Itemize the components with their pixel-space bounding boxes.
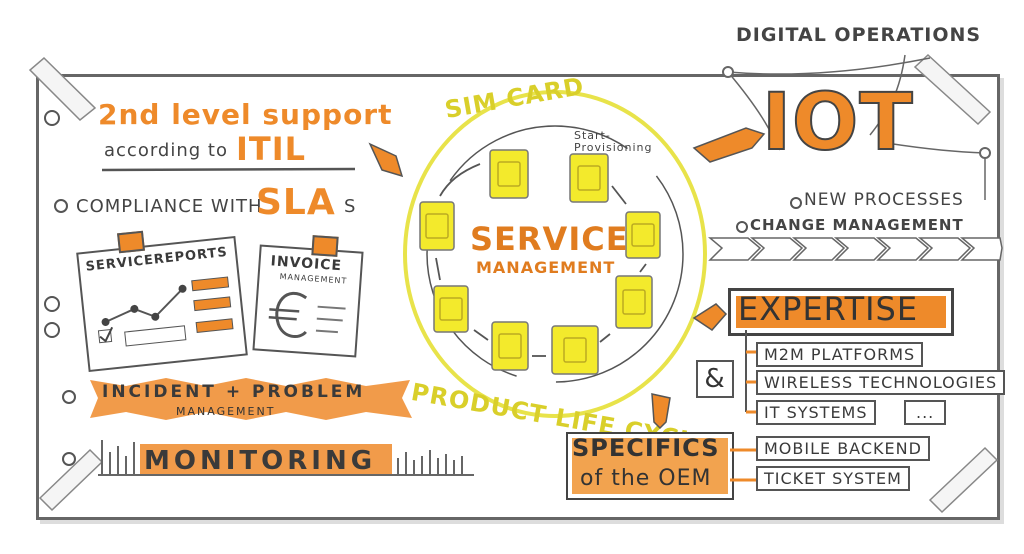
monitoring-label: MONITORING [144, 446, 377, 476]
sla-suffix: S [344, 196, 357, 217]
pencil-icon [692, 303, 728, 331]
specifics-label: SPECIFICS [572, 434, 720, 462]
sla-label: SLA [256, 182, 336, 223]
according-to-label: according to [104, 140, 228, 161]
second-level-support-title: 2nd level support [98, 98, 393, 131]
bullet-icon [736, 221, 748, 233]
invoice-sheet: INVOICE MANAGEMENT [252, 244, 364, 358]
specifics-box [566, 432, 734, 500]
start-provisioning-label: Start-Provisioning [574, 129, 653, 154]
report-chart-icon [97, 276, 234, 347]
expertise-item: M2M PLATFORMS [756, 342, 924, 367]
pencil-icon [692, 127, 766, 163]
servicereports-sheet: SERVICEREPORTS [76, 235, 248, 373]
monitoring-bars [98, 440, 474, 476]
bullet-icon [54, 199, 68, 213]
management-label: MANAGEMENT [476, 258, 616, 277]
oem-item: MOBILE BACKEND [756, 436, 930, 461]
incident-problem-label: INCIDENT + PROBLEM [102, 382, 366, 402]
iot-label: IOT [761, 77, 914, 169]
incident-banner [90, 378, 412, 420]
sim-card-ring [419, 149, 661, 375]
itil-label: ITIL [236, 130, 307, 168]
pencil-icon [651, 393, 671, 430]
clip-icon [311, 235, 339, 257]
itil-underline [101, 167, 356, 172]
oem-item: TICKET SYSTEM [756, 466, 910, 491]
expertise-item: IT SYSTEMS [756, 400, 876, 425]
pencil-icon [368, 142, 404, 178]
change-management-label: CHANGE MANAGEMENT [750, 216, 964, 234]
expertise-item-more: ... [904, 400, 947, 425]
clip-icon [117, 230, 145, 254]
expertise-box [728, 288, 954, 336]
euro-icon [268, 291, 346, 339]
oem-connector [730, 448, 756, 482]
bullet-icon [62, 452, 76, 466]
expertise-connector [745, 330, 756, 414]
expertise-item: WIRELESS TECHNOLOGIES [756, 370, 1006, 395]
bullet-icon [62, 390, 76, 404]
expertise-label: EXPERTISE [738, 290, 919, 328]
compliance-label: COMPLIANCE WITH [76, 196, 263, 217]
ampersand-label: & [696, 360, 734, 398]
bullet-icon [790, 197, 802, 209]
digital-operations-label: DIGITAL OPERATIONS [736, 24, 982, 46]
of-the-oem-label: of the OEM [580, 466, 712, 491]
service-label: SERVICE [470, 220, 629, 258]
lifecycle-ring [403, 90, 707, 418]
process-arrow-strip [708, 237, 1003, 261]
new-processes-label: NEW PROCESSES [804, 190, 964, 210]
incident-management-label: MANAGEMENT [176, 405, 276, 418]
